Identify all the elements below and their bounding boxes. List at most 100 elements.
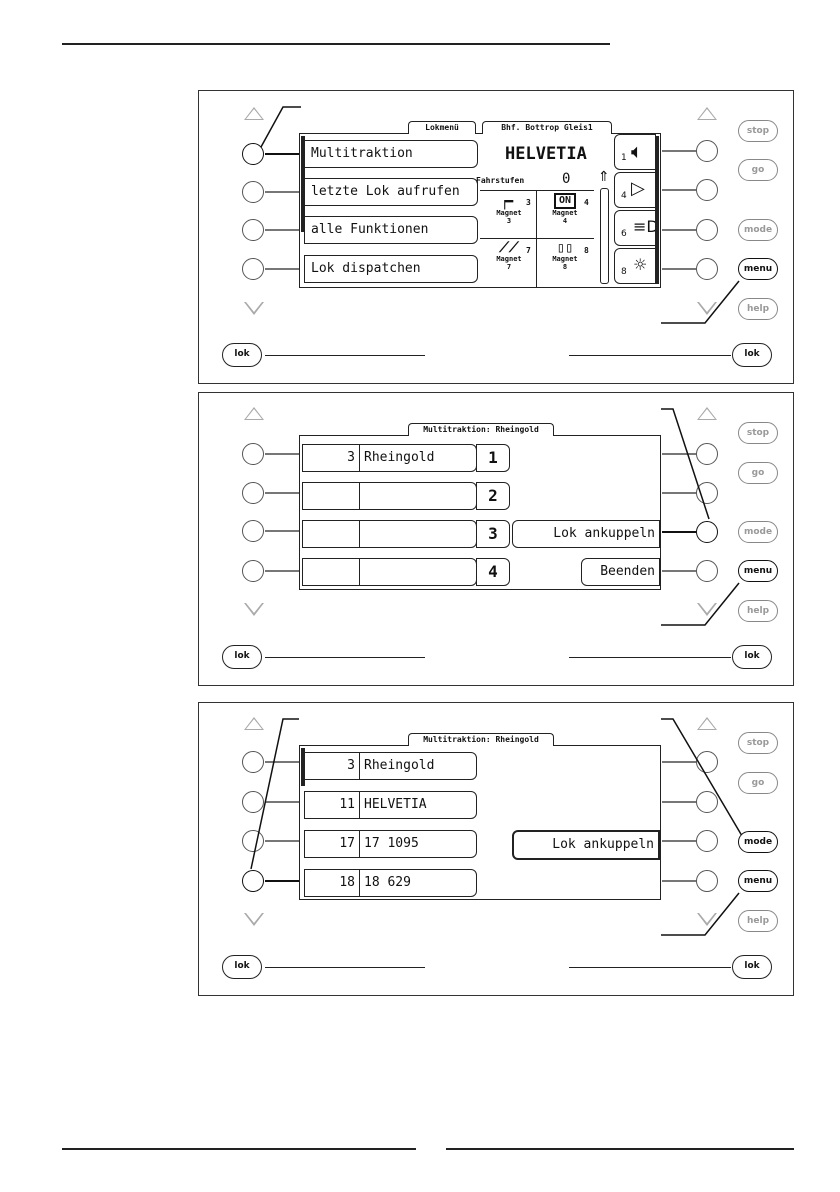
loco-name[interactable]: HELVETIA <box>359 791 477 819</box>
lok-button-left[interactable]: lok <box>222 645 262 669</box>
left-softkey-4[interactable] <box>242 560 264 582</box>
lok-button-right[interactable]: lok <box>732 645 772 669</box>
lok-button-left[interactable]: lok <box>222 343 262 367</box>
right-softkey-4[interactable] <box>696 560 718 582</box>
loco-name[interactable]: Rheingold <box>359 752 477 780</box>
right-softkey-2[interactable] <box>696 179 718 201</box>
left-softkey-4[interactable] <box>242 870 264 892</box>
scroll-up-icon[interactable] <box>244 407 264 420</box>
magnet-4[interactable]: ON Magnet 4 <box>540 193 590 225</box>
lok-button-right[interactable]: lok <box>732 343 772 367</box>
scroll-down-icon[interactable] <box>697 913 717 926</box>
function-key-6[interactable]: 6 ≡D <box>614 210 659 246</box>
lok-ankuppeln-button[interactable]: Lok ankuppeln <box>512 830 660 860</box>
stop-button[interactable]: stop <box>738 422 778 444</box>
function-key-4[interactable]: 4 ▷ <box>614 172 656 208</box>
right-softkey-1[interactable] <box>696 140 718 162</box>
left-softkey-4[interactable] <box>242 258 264 280</box>
menu-tab-title: Lokmenü <box>408 121 476 134</box>
right-softkey-3[interactable] <box>696 219 718 241</box>
connector-line <box>662 840 696 842</box>
right-softkey-4[interactable] <box>696 258 718 280</box>
magnet-8[interactable]: ▯▯ Magnet 8 <box>540 241 590 271</box>
menu-button[interactable]: menu <box>738 870 778 892</box>
scroll-down-icon[interactable] <box>244 913 264 926</box>
connector-line <box>662 189 696 191</box>
left-softkey-2[interactable] <box>242 791 264 813</box>
right-softkey-3[interactable] <box>696 830 718 852</box>
left-softkey-3[interactable] <box>242 219 264 241</box>
connector-line <box>662 880 696 882</box>
right-softkey-1[interactable] <box>696 443 718 465</box>
left-softkey-3[interactable] <box>242 520 264 542</box>
function-key-8[interactable]: 8 ☼ <box>614 248 656 284</box>
connector-line <box>662 229 696 231</box>
lok-button-left[interactable]: lok <box>222 955 262 979</box>
scroll-down-icon[interactable] <box>697 302 717 315</box>
loco-name[interactable]: 17 1095 <box>359 830 477 858</box>
magnet-7[interactable]: ⟋⟋ Magnet 7 <box>484 241 534 271</box>
menu-item-letzte-lok[interactable]: letzte Lok aufrufen <box>304 178 478 206</box>
connector-line <box>265 570 299 572</box>
mode-button[interactable]: mode <box>738 521 778 543</box>
scrollbar-right[interactable] <box>655 136 659 284</box>
scroll-up-icon[interactable] <box>697 407 717 420</box>
stop-button[interactable]: stop <box>738 732 778 754</box>
menu-item-alle-funktionen[interactable]: alle Funktionen <box>304 216 478 244</box>
right-softkey-2[interactable] <box>696 791 718 813</box>
left-softkey-2[interactable] <box>242 181 264 203</box>
beenden-button[interactable]: Beenden <box>581 558 660 586</box>
callout-line <box>661 892 740 936</box>
connector-line <box>265 530 299 532</box>
divider-line <box>265 355 425 356</box>
help-button[interactable]: help <box>738 910 778 932</box>
scroll-up-icon[interactable] <box>244 717 264 730</box>
turnout-icon: ┍╸ <box>500 194 518 210</box>
left-softkey-1[interactable] <box>242 443 264 465</box>
mode-button[interactable]: mode <box>738 219 778 241</box>
magnet-3[interactable]: ┍╸ Magnet 3 <box>484 195 534 225</box>
lok-button-right[interactable]: lok <box>732 955 772 979</box>
scroll-up-icon[interactable] <box>697 717 717 730</box>
slot-2[interactable]: 2 <box>476 482 510 510</box>
function-key-1[interactable]: 1 🔈︎ <box>614 134 656 170</box>
help-button[interactable]: help <box>738 298 778 320</box>
signal-icon: ▯▯ <box>556 240 574 256</box>
right-softkey-4[interactable] <box>696 870 718 892</box>
right-softkey-2[interactable] <box>696 482 718 504</box>
scrollbar[interactable] <box>301 748 305 786</box>
left-softkey-1[interactable] <box>242 751 264 773</box>
magnet-id: 7 <box>506 263 512 271</box>
right-softkey-3[interactable] <box>696 521 718 543</box>
left-softkey-2[interactable] <box>242 482 264 504</box>
left-softkey-1[interactable] <box>242 143 264 165</box>
magnet-on-badge: ON <box>553 193 577 209</box>
menu-item-multitraktion[interactable]: Multitraktion <box>304 140 478 168</box>
menu-button[interactable]: menu <box>738 258 778 280</box>
loco-name[interactable]: Rheingold <box>359 444 477 472</box>
scroll-up-icon[interactable] <box>697 107 717 120</box>
scroll-down-icon[interactable] <box>244 302 264 315</box>
go-button[interactable]: go <box>738 772 778 794</box>
menu-button[interactable]: menu <box>738 560 778 582</box>
loco-number: 3 <box>302 444 360 472</box>
mode-button[interactable]: mode <box>738 831 778 853</box>
loco-name[interactable] <box>359 482 477 510</box>
go-button[interactable]: go <box>738 159 778 181</box>
scroll-down-icon[interactable] <box>697 603 717 616</box>
callout-line <box>661 280 740 324</box>
slot-1[interactable]: 1 <box>476 444 510 472</box>
go-button[interactable]: go <box>738 462 778 484</box>
menu-item-lok-dispatchen[interactable]: Lok dispatchen <box>304 255 478 283</box>
stop-button[interactable]: stop <box>738 120 778 142</box>
loco-name[interactable]: 18 629 <box>359 869 477 897</box>
scroll-up-icon[interactable] <box>244 107 264 120</box>
scroll-down-icon[interactable] <box>244 603 264 616</box>
slot-3[interactable]: 3 <box>476 520 510 548</box>
lok-ankuppeln-button[interactable]: Lok ankuppeln <box>512 520 660 548</box>
slot-4[interactable]: 4 <box>476 558 510 586</box>
scrollbar[interactable] <box>301 136 305 232</box>
loco-name[interactable] <box>359 558 477 586</box>
help-button[interactable]: help <box>738 600 778 622</box>
loco-name[interactable] <box>359 520 477 548</box>
